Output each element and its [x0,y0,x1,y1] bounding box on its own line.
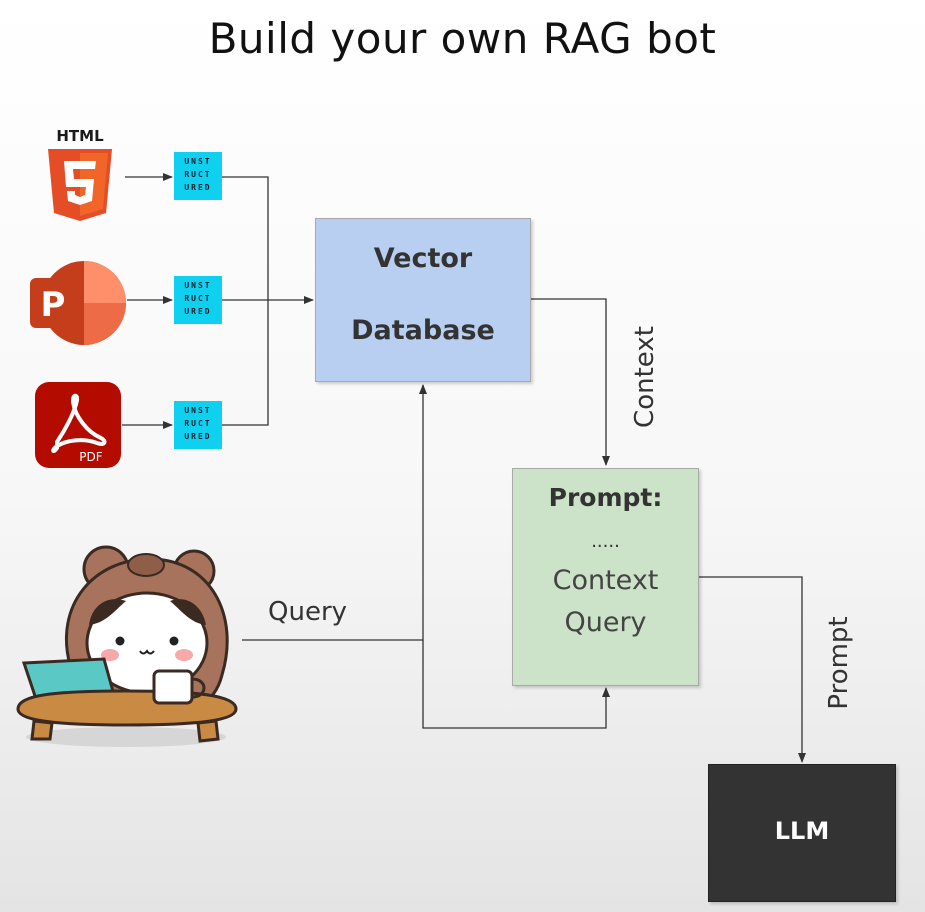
prompt-node: Prompt: ..... Context Query [512,468,699,686]
prompt-query-line: Query [564,607,647,638]
prompt-heading: Prompt: [548,483,663,512]
badge-text: UNST [184,157,212,166]
html5-icon: HTML [44,127,116,223]
badge-text: RUCT [184,294,212,303]
badge-text: URED [184,307,212,316]
unstructured-badge: UNST RUCT URED [174,401,222,449]
vector-database-node: Vector Database [315,218,531,382]
vector-db-label-line1: Vector [373,243,473,274]
badge-text: UNST [184,406,212,415]
unstructured-badge: UNST RUCT URED [174,276,222,324]
badge-text: URED [184,432,212,441]
pdf-glyph: PDF [79,450,102,464]
prompt-edge-label: Prompt [824,616,854,710]
pdf-icon: PDF [35,382,121,468]
badge-text: URED [184,183,212,192]
vector-db-label-line2: Database [351,315,495,346]
badge-text: RUCT [184,419,212,428]
badge-text: RUCT [184,170,212,179]
prompt-context-line: Context [552,565,659,596]
badge-text: UNST [184,281,212,290]
ppt-glyph: P [41,285,66,325]
html-label: HTML [56,127,104,145]
user-with-laptop-icon [14,545,244,750]
llm-node: LLM [708,764,896,902]
query-edge-label: Query [268,597,348,627]
prompt-ellipsis: ..... [591,531,620,552]
llm-label: LLM [774,817,830,845]
unstructured-badge: UNST RUCT URED [174,152,222,200]
page-title: Build your own RAG bot [208,14,717,63]
powerpoint-icon: P [28,260,126,346]
context-edge-label: Context [630,326,660,428]
